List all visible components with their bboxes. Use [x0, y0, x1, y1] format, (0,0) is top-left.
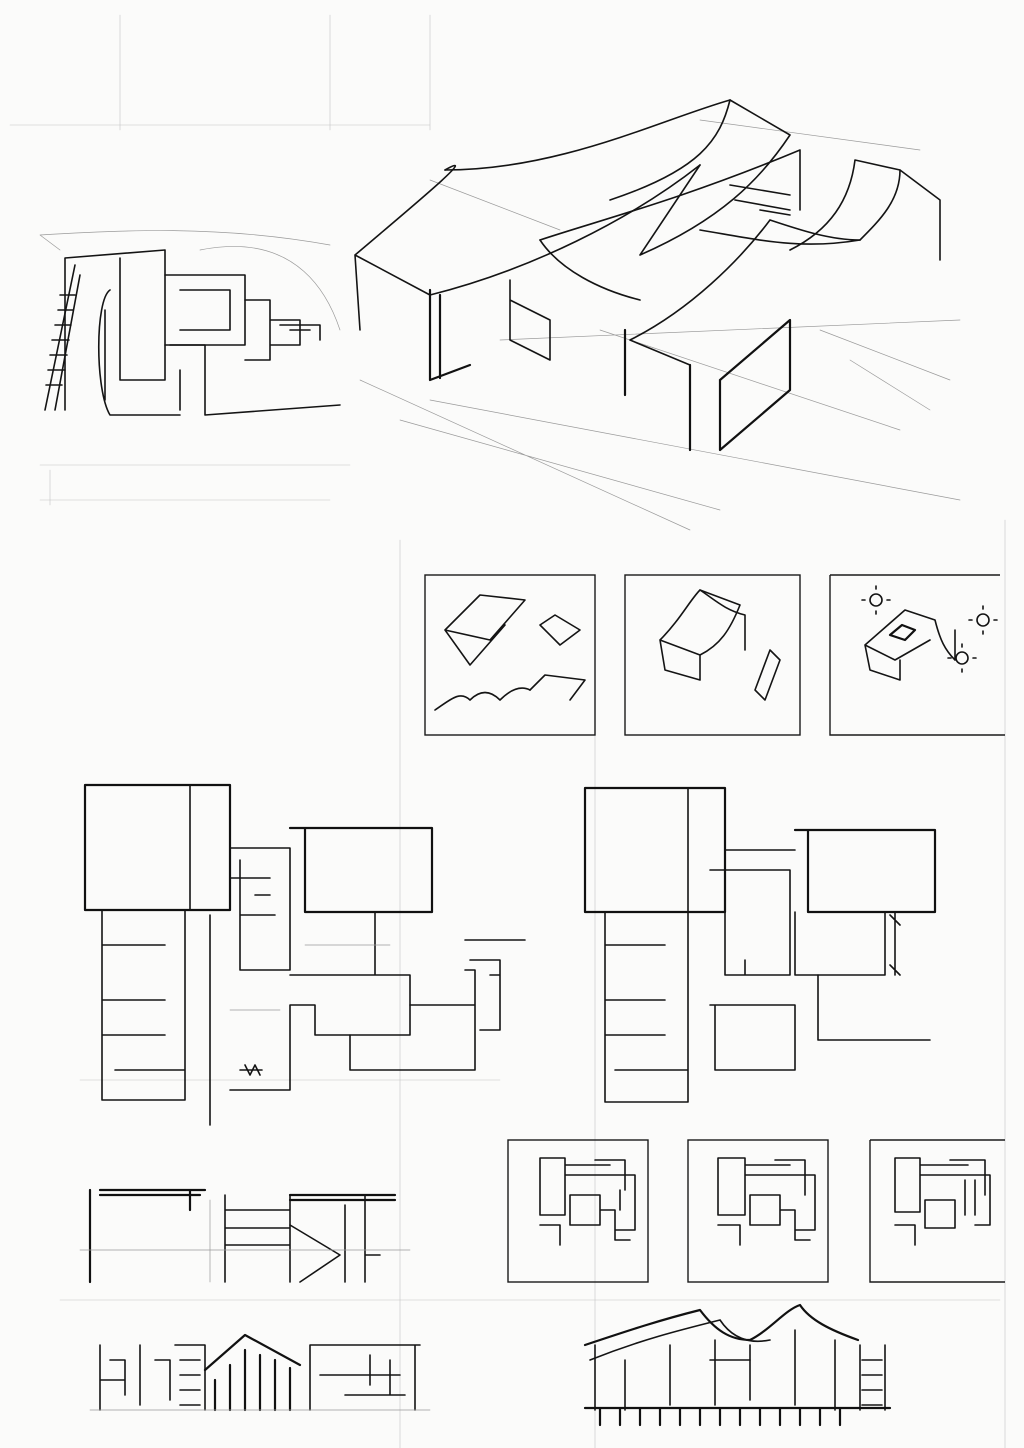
axonometric-view: [354, 99, 961, 531]
elevation-lower-right: [583, 1303, 892, 1427]
concept-diagrams: [424, 574, 1005, 736]
sun-icon: [947, 643, 977, 673]
concept-step-1: [434, 594, 586, 711]
plan-variation-3: [894, 1157, 991, 1246]
site-plan: [39, 230, 341, 416]
plan-variations: [507, 1139, 1005, 1283]
concept-step-3-sun: [861, 585, 998, 681]
floor-plan-right: [583, 786, 937, 1103]
sun-icon: [861, 585, 891, 615]
plan-variation-1: [539, 1157, 636, 1246]
section-upper: [79, 1188, 411, 1284]
section-lower-left: [89, 1333, 431, 1412]
concept-step-2: [659, 589, 781, 701]
plan-variation-2: [717, 1157, 816, 1246]
sun-icon: [968, 605, 998, 635]
floor-plan-left: [83, 783, 526, 1126]
